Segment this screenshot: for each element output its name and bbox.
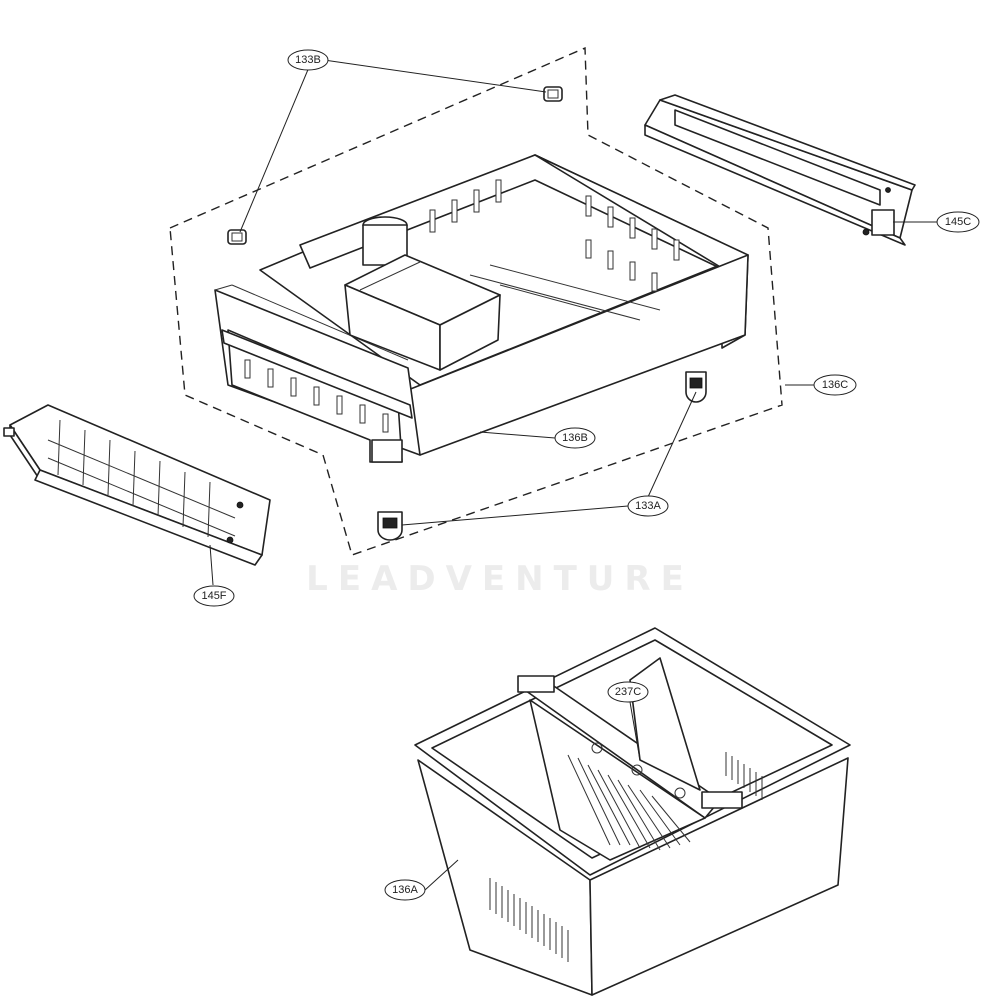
divider-237c[interactable] [517, 657, 743, 861]
stopper-133b-b[interactable] [543, 86, 563, 102]
basket-vents [489, 752, 763, 962]
callout-133b: 133B [287, 49, 329, 71]
rail-145f-grid [47, 419, 236, 538]
drawer-inner-bin [344, 216, 501, 371]
drawer-back-slots [429, 179, 680, 292]
svg-text:145F: 145F [201, 590, 226, 602]
svg-text:136C: 136C [822, 379, 848, 391]
callout-136b: 136B [554, 427, 596, 449]
watermark-text: LEADVENTURE [306, 559, 694, 599]
callout-136a: 136A [384, 879, 426, 901]
callout-136c: 136C [813, 374, 857, 396]
leader-lines [209, 59, 937, 891]
roller-133a-b[interactable] [377, 511, 403, 541]
svg-text:136A: 136A [392, 884, 418, 896]
roller-133a-a[interactable] [685, 371, 707, 403]
callout-133a: 133A [627, 495, 669, 517]
svg-text:136B: 136B [562, 432, 588, 444]
svg-text:237C: 237C [615, 686, 641, 698]
assembly-boundary-136c [169, 46, 783, 556]
drawer-front-slots [244, 359, 389, 433]
svg-text:133B: 133B [295, 54, 321, 66]
callout-145f: 145F [193, 585, 235, 607]
rail-145c[interactable] [644, 94, 916, 246]
stopper-133b-a[interactable] [227, 229, 247, 245]
svg-text:145C: 145C [945, 216, 971, 228]
callout-237c: 237C [607, 681, 649, 703]
rail-145f[interactable] [3, 404, 271, 566]
drawer-136b[interactable] [214, 154, 749, 463]
callout-145c: 145C [936, 211, 980, 233]
svg-text:133A: 133A [635, 500, 661, 512]
divider-vents [567, 754, 691, 851]
